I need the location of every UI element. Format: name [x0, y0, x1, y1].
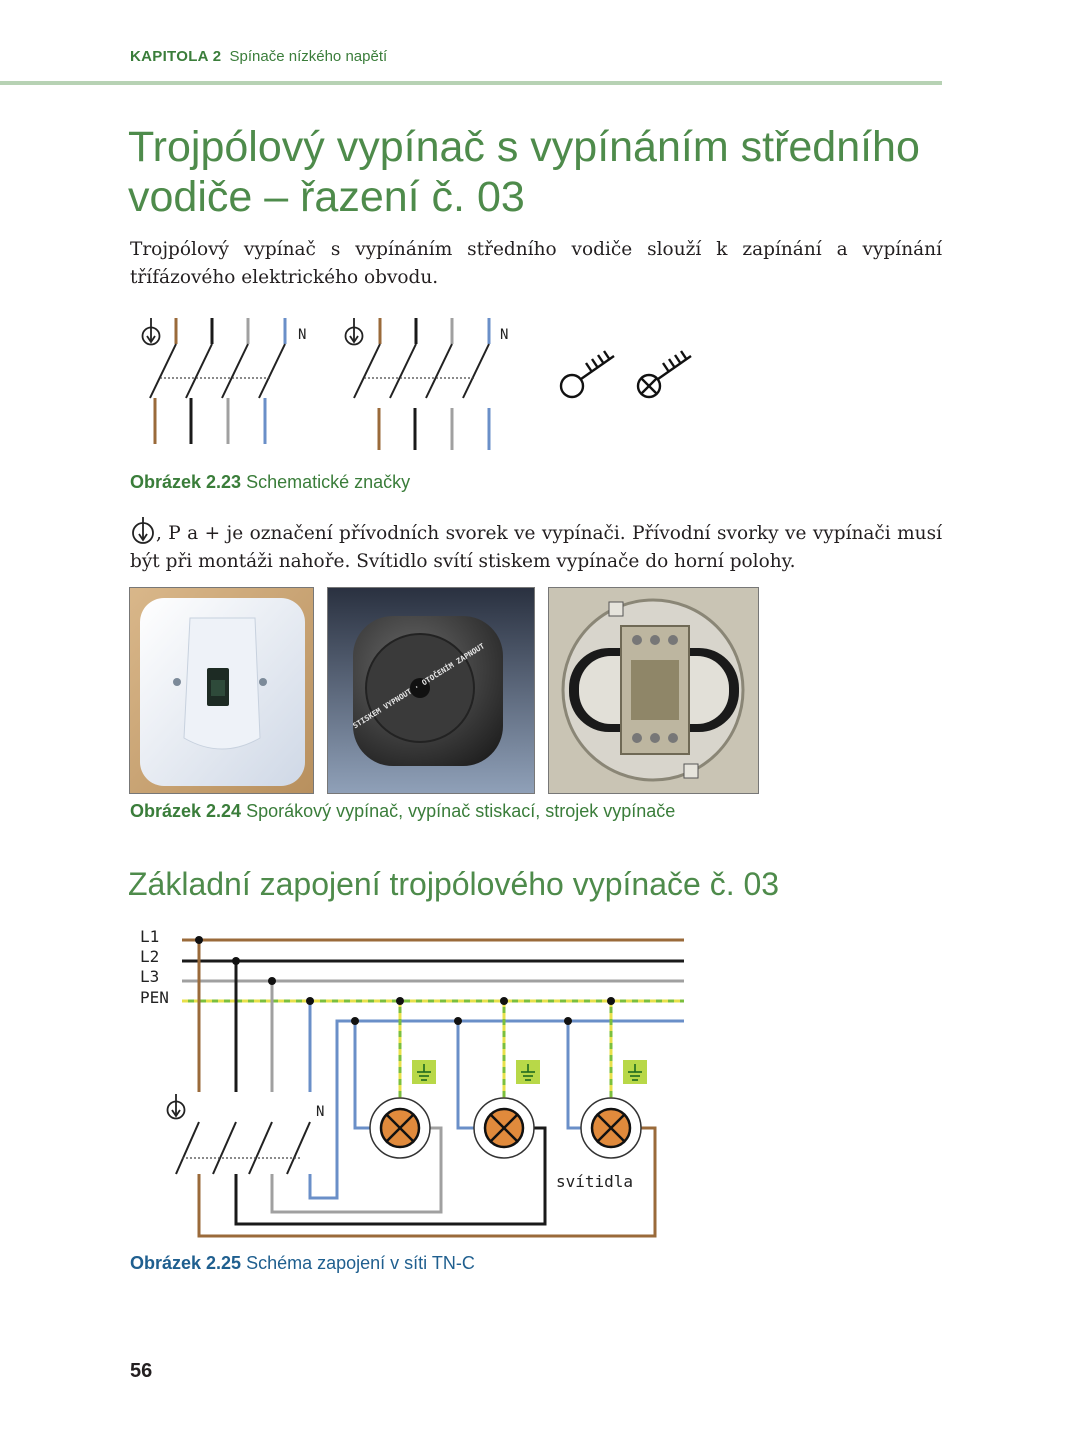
- switch-symbol-1: N: [141, 318, 306, 444]
- supply-terminal-icon: [132, 517, 154, 544]
- switch-mechanism-photo: [548, 587, 759, 794]
- lamp-icon: [473, 1097, 535, 1159]
- supply-terminal-icon: [344, 318, 364, 346]
- figure-2-24-caption: Obrázek 2.24 Sporákový vypínač, vypínač …: [130, 801, 675, 822]
- supply-terminal-icon: [141, 318, 161, 346]
- figure-number: Obrázek 2.24: [130, 801, 242, 821]
- figure-2-25-caption: Obrázek 2.25 Schéma zapojení v síti TN-C: [130, 1253, 475, 1274]
- figure-number: Obrázek 2.23: [130, 472, 242, 492]
- page-number: 56: [130, 1360, 153, 1382]
- wiring-diagram: L1 L2 L3 PEN N: [140, 927, 684, 1238]
- line-label-pen: PEN: [140, 988, 169, 1007]
- neutral-label-1: N: [298, 327, 306, 343]
- header-rule: [0, 81, 942, 85]
- figure-number: Obrázek 2.25: [130, 1253, 242, 1273]
- chapter-label: KAPITOLA 2: [130, 48, 222, 65]
- neutral-label: N: [316, 1104, 324, 1120]
- earth-icon: [412, 1060, 436, 1084]
- figure-caption: Sporákový vypínač, vypínač stiskací, str…: [246, 801, 676, 821]
- earth-icon: [623, 1060, 647, 1084]
- figure-caption: Schéma zapojení v síti TN-C: [246, 1253, 475, 1273]
- running-head: KAPITOLA 2 Spínače nízkého napětí: [130, 48, 387, 65]
- schematic-symbols: N N: [141, 318, 692, 450]
- line-label-l2: L2: [140, 947, 159, 966]
- supply-terminal-icon: [166, 1094, 186, 1120]
- section-subtitle: Základní zapojení trojpólového vypínače …: [128, 866, 780, 902]
- pushbutton-symbol-icon: [559, 350, 615, 399]
- stove-switch-photo: [129, 587, 314, 794]
- terminals-text: , P a + je označení přívodních svorek ve…: [130, 523, 942, 572]
- neutral-label-2: N: [500, 327, 508, 343]
- line-label-l3: L3: [140, 967, 159, 986]
- switch-symbol-2: N: [344, 318, 508, 450]
- terminals-paragraph: , P a + je označení přívodních svorek ve…: [130, 517, 942, 576]
- earth-icon: [516, 1060, 540, 1084]
- figure-2-23-caption: Obrázek 2.23 Schematické značky: [130, 472, 410, 493]
- figure-caption: Schematické značky: [246, 472, 411, 492]
- line-label-l1: L1: [140, 927, 159, 946]
- intro-paragraph: Trojpólový vypínač s vypínáním středního…: [130, 239, 942, 288]
- lamp-icon: [580, 1097, 642, 1159]
- lamp-icon: [369, 1097, 431, 1159]
- page-title: Trojpólový vypínač s vypínáním středního…: [128, 123, 920, 221]
- push-switch-photo: STISKEM VYPNOUT · OTOČENÍM ZAPNOUT: [327, 587, 535, 794]
- lamps-label: svítidla: [556, 1172, 633, 1191]
- pushbutton-lamp-symbol-icon: [636, 350, 692, 399]
- chapter-title: Spínače nízkého napětí: [229, 48, 388, 65]
